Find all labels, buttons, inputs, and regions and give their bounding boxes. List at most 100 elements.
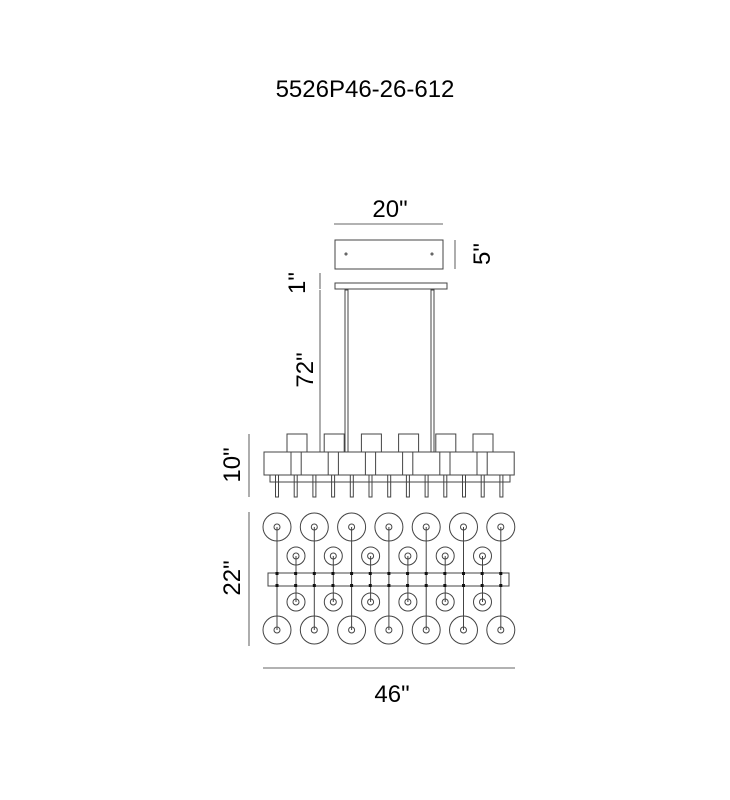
disc-center (329, 552, 337, 560)
mount-point (480, 584, 484, 587)
disc-center (367, 552, 375, 560)
mount-point (480, 572, 484, 575)
canopy-screw (430, 252, 434, 256)
large-disc (374, 512, 404, 542)
disc-center (497, 523, 505, 531)
mount-point (312, 572, 316, 575)
small-disc (323, 592, 343, 612)
fixture-depth-label: 22" (219, 560, 246, 595)
fixture-bar-side (269, 474, 511, 483)
small-disc (398, 546, 418, 566)
small-disc (361, 546, 381, 566)
mount-point (424, 584, 428, 587)
crystal-stem (275, 474, 279, 498)
small-disc (323, 546, 343, 566)
small-disc (286, 546, 306, 566)
mount-point (368, 584, 372, 587)
back-shade (286, 433, 308, 453)
crystal-stem (331, 474, 336, 498)
large-disc (299, 512, 329, 542)
fixture-front-view: 1" 72" 10" (219, 272, 515, 498)
front-shade (375, 451, 404, 476)
canopy-front-view: 20" 5" (334, 196, 496, 270)
mount-point (331, 572, 335, 575)
large-disc (337, 512, 367, 542)
back-shade (398, 433, 420, 453)
back-shade (472, 433, 494, 453)
fixture-top-view: 22" 46" (219, 512, 516, 708)
disc-center (348, 626, 356, 634)
disc-center (273, 626, 281, 634)
large-disc (449, 615, 478, 645)
fixture-width-label: 46" (374, 681, 409, 708)
plate-height-label: 1" (284, 272, 311, 294)
disc-center (422, 523, 430, 531)
canopy-width-label: 20" (372, 196, 407, 223)
crystal-stem (293, 474, 298, 498)
mount-point (294, 572, 298, 575)
disc-center (441, 552, 449, 560)
large-disc (411, 615, 441, 645)
small-disc (473, 592, 492, 612)
disc-center (460, 523, 467, 531)
disc-center (385, 626, 393, 634)
mount-point (275, 584, 279, 587)
disc-center (441, 598, 449, 606)
large-disc (262, 512, 292, 542)
disc-center (479, 552, 486, 560)
front-shade (337, 451, 366, 476)
model-number-title: 5526P46-26-612 (276, 76, 455, 103)
disc-center (310, 626, 318, 634)
mount-point (443, 572, 447, 575)
mount-point (462, 572, 465, 575)
suspension-rod (344, 289, 349, 453)
mount-point (443, 584, 447, 587)
crystal-stem (312, 474, 317, 498)
large-disc (337, 615, 367, 645)
small-disc (286, 592, 306, 612)
large-disc (449, 512, 478, 542)
rod-length-label: 72" (292, 352, 319, 387)
mount-point (406, 572, 410, 575)
mount-point (499, 572, 503, 575)
front-shade (412, 451, 441, 476)
mount-point (424, 572, 428, 575)
disc-center (348, 523, 356, 531)
canopy-height-label: 5" (469, 243, 496, 265)
mount-point (294, 584, 298, 587)
small-disc (361, 592, 381, 612)
mount-point (350, 572, 354, 575)
disc-center (367, 598, 375, 606)
disc-center (404, 598, 412, 606)
suspension-rod (430, 289, 435, 453)
small-disc (398, 592, 418, 612)
mount-point (387, 572, 391, 575)
crystal-stem (387, 474, 392, 498)
mounting-plate (334, 282, 448, 290)
crystal-stem (349, 474, 354, 498)
disc-center (497, 626, 505, 634)
crystal-stem (424, 474, 429, 498)
crystal-stem (443, 474, 448, 498)
disc-center (385, 523, 393, 531)
crystal-stem (405, 474, 410, 498)
mount-point (368, 572, 372, 575)
crystal-stem (480, 474, 485, 498)
canopy-screw (344, 252, 348, 256)
large-disc (299, 615, 329, 645)
disc-center (460, 626, 467, 634)
front-shade (449, 451, 478, 476)
disc-center (292, 552, 300, 560)
front-shade (486, 451, 515, 476)
mount-point (331, 584, 335, 587)
large-disc (262, 615, 292, 645)
disc-center (329, 598, 337, 606)
mount-point (406, 584, 410, 587)
mount-point (499, 584, 503, 587)
back-shade (323, 433, 345, 453)
disc-center (404, 552, 412, 560)
disc-center (292, 598, 300, 606)
mount-point (387, 584, 391, 587)
canopy-rect (334, 239, 444, 270)
